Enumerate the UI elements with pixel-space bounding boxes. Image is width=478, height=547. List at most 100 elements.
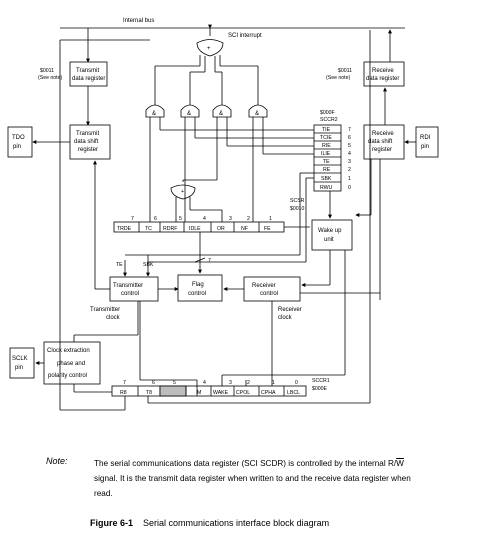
- svg-text:6: 6: [154, 216, 157, 222]
- svg-text:control: control: [121, 291, 139, 297]
- svg-text:IDLE: IDLE: [189, 226, 201, 232]
- svg-text:+: +: [207, 46, 211, 52]
- svg-text:7: 7: [348, 127, 351, 133]
- sccr1-register: [111, 385, 307, 397]
- svg-text:4: 4: [203, 216, 206, 222]
- svg-text:FE: FE: [264, 226, 271, 232]
- svg-text:Receiver: Receiver: [278, 307, 302, 313]
- svg-text:Wake up: Wake up: [318, 228, 342, 234]
- svg-text:register: register: [78, 147, 98, 153]
- svg-text:SCSR: SCSR: [290, 198, 305, 204]
- svg-text:0: 0: [295, 380, 298, 386]
- svg-text:3: 3: [348, 159, 351, 165]
- svg-text:polarity control: polarity control: [48, 373, 87, 379]
- svg-text:Transmit: Transmit: [76, 68, 99, 74]
- svg-text:TE: TE: [116, 262, 123, 268]
- svg-text:SCCR2: SCCR2: [320, 117, 338, 123]
- svg-text:7: 7: [208, 258, 211, 264]
- tdo-pin: [7, 126, 33, 158]
- rdi-pin: [415, 126, 439, 158]
- svg-text:pin: pin: [421, 144, 429, 150]
- svg-text:SCLK: SCLK: [12, 356, 28, 362]
- svg-text:5: 5: [179, 216, 182, 222]
- and-gate-3: [212, 104, 232, 118]
- svg-text:RDRF: RDRF: [163, 226, 177, 232]
- receive-data-shift-register: [363, 124, 405, 160]
- svg-text:5: 5: [348, 143, 351, 149]
- svg-text:&: &: [255, 111, 259, 117]
- svg-text:6: 6: [152, 380, 155, 386]
- svg-text:3: 3: [229, 380, 232, 386]
- transmitter-control: [109, 276, 159, 302]
- and-gate-2: [180, 104, 200, 118]
- figure-number: Figure 6-1: [90, 518, 134, 528]
- svg-text:data register: data register: [366, 76, 399, 82]
- note-text: The serial communications data register …: [94, 459, 411, 498]
- svg-text:register: register: [372, 147, 392, 153]
- svg-text:CPOL: CPOL: [236, 390, 250, 396]
- sclk-pin: [9, 347, 35, 379]
- and-gate-4: [248, 104, 268, 118]
- svg-text:NF: NF: [241, 226, 248, 232]
- svg-text:&: &: [152, 111, 156, 117]
- svg-text:clock: clock: [106, 315, 121, 321]
- svg-text:5: 5: [173, 380, 176, 386]
- flag-control: [177, 274, 223, 302]
- svg-text:Transmitter: Transmitter: [90, 307, 120, 313]
- figure-title: Serial communications interface block di…: [143, 518, 330, 528]
- svg-text:data shift: data shift: [368, 139, 393, 145]
- svg-text:control: control: [188, 291, 206, 297]
- transmit-data-register: [69, 61, 108, 87]
- svg-text:data register: data register: [72, 76, 105, 82]
- rdrf-or-gate: [170, 184, 196, 200]
- svg-text:Transmit: Transmit: [76, 131, 99, 137]
- svg-text:1: 1: [272, 380, 275, 386]
- wake-up-unit: [311, 219, 353, 251]
- svg-text:LBCL: LBCL: [287, 390, 300, 396]
- svg-text:Clock extraction: Clock extraction: [47, 348, 90, 354]
- svg-text:2: 2: [348, 167, 351, 173]
- svg-text:OR: OR: [217, 226, 225, 232]
- svg-text:4: 4: [348, 151, 351, 157]
- sci-interrupt-label: SCI interrupt: [228, 33, 262, 39]
- svg-text:7: 7: [123, 380, 126, 386]
- svg-text:unit: unit: [324, 237, 334, 243]
- note-label: Note:: [46, 456, 68, 466]
- svg-text:Receive: Receive: [372, 131, 394, 137]
- svg-text:&: &: [187, 111, 191, 117]
- svg-text:pin: pin: [13, 144, 21, 150]
- svg-text:(See note): (See note): [38, 75, 62, 81]
- svg-text:TCIE: TCIE: [320, 135, 332, 141]
- svg-text:TC: TC: [145, 226, 152, 232]
- svg-text:CPHA: CPHA: [261, 390, 276, 396]
- svg-text:(See note): (See note): [326, 75, 350, 81]
- svg-text:$0011: $0011: [338, 68, 352, 74]
- svg-text:RDI: RDI: [420, 135, 431, 141]
- svg-text:Receiver: Receiver: [252, 283, 276, 289]
- figure-caption: Figure 6-1 Serial communications interfac…: [90, 518, 329, 528]
- svg-text:+: +: [181, 189, 184, 195]
- svg-text:$0011: $0011: [40, 68, 54, 74]
- svg-text:4: 4: [203, 380, 206, 386]
- svg-text:SCCR1: SCCR1: [312, 378, 330, 384]
- svg-text:M: M: [197, 390, 201, 396]
- svg-text:2: 2: [247, 216, 250, 222]
- svg-text:TIE: TIE: [322, 127, 331, 133]
- svg-text:RE: RE: [323, 167, 331, 173]
- svg-text:1: 1: [269, 216, 272, 222]
- svg-text:RIE: RIE: [322, 143, 331, 149]
- svg-text:R8: R8: [120, 390, 127, 396]
- svg-text:1: 1: [348, 176, 351, 182]
- svg-text:clock: clock: [278, 315, 293, 321]
- svg-text:pin: pin: [15, 365, 23, 371]
- receiver-control: [243, 276, 301, 302]
- svg-text:SBK: SBK: [143, 262, 154, 268]
- svg-text:TRDE: TRDE: [117, 226, 132, 232]
- svg-text:$000F: $000F: [320, 110, 335, 116]
- svg-text:phase and: phase and: [57, 361, 85, 367]
- and-gate-1: [145, 104, 165, 118]
- svg-text:2: 2: [247, 380, 250, 386]
- sci-interrupt-or-gate: [196, 39, 224, 57]
- svg-text:3: 3: [229, 216, 232, 222]
